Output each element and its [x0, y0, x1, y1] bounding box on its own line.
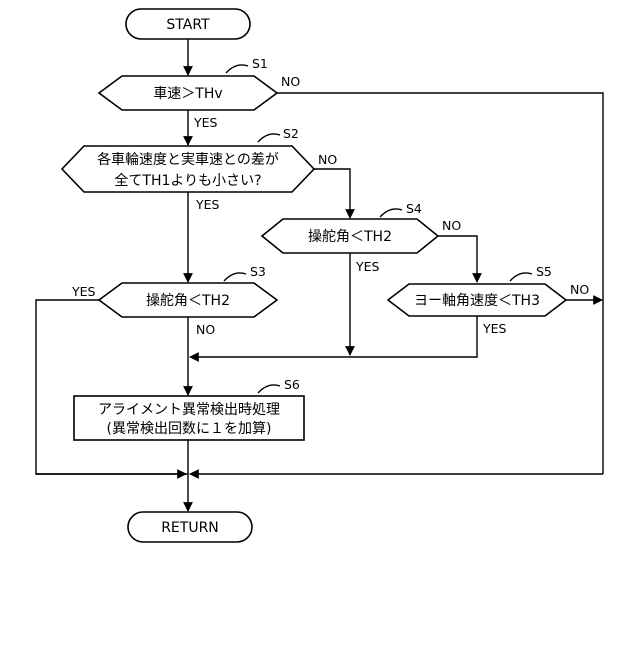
step-s3-leader: [224, 273, 246, 281]
decision-s3-label: 操舵角＜TH2: [146, 293, 230, 309]
start-terminal: START: [126, 9, 250, 39]
step-s5-leader: [510, 273, 532, 281]
step-s2-leader: [258, 134, 280, 142]
return-terminal: RETURN: [128, 512, 252, 542]
step-s4-label: S4: [406, 201, 422, 216]
decision-s2: 各車輪速度と実車速との差が 全てTH1よりも小さい?: [62, 146, 314, 192]
s5-yes-label: YES: [482, 321, 507, 336]
s4-no-label: NO: [442, 218, 461, 233]
s1-yes-label: YES: [193, 115, 218, 130]
decision-s2-line1: 各車輪速度と実車速との差が: [97, 151, 279, 168]
s1-no-label: NO: [281, 74, 300, 89]
start-label: START: [166, 17, 210, 33]
s3-no-label: NO: [196, 322, 215, 337]
step-s6-label: S6: [284, 377, 300, 392]
return-label: RETURN: [161, 520, 219, 536]
decision-s1: 車速＞THv: [99, 76, 277, 110]
step-s5-label: S5: [536, 264, 552, 279]
line-s3-yes: [36, 300, 188, 474]
decision-s5-label: ヨー軸角速度＜TH3: [414, 293, 540, 309]
s5-no-label: NO: [570, 282, 589, 297]
arrow-s2-to-s4: [314, 169, 350, 218]
decision-s3: 操舵角＜TH2: [99, 283, 277, 317]
s2-no-label: NO: [318, 152, 337, 167]
step-s2-label: S2: [283, 126, 299, 141]
step-s6-leader: [258, 385, 280, 393]
s4-yes-label: YES: [355, 259, 380, 274]
decision-s2-line2: 全てTH1よりも小さい?: [114, 172, 261, 189]
step-s4-leader: [380, 209, 402, 217]
arrow-s4-to-s5: [438, 236, 477, 282]
process-s6-line1: アライメント異常検出時処理: [98, 402, 280, 418]
s2-yes-label: YES: [195, 197, 220, 212]
decision-s1-label: 車速＞THv: [153, 85, 222, 102]
decision-s4: 操舵角＜TH2: [262, 219, 438, 253]
decision-s4-label: 操舵角＜TH2: [308, 229, 392, 245]
step-s3-label: S3: [250, 264, 266, 279]
step-s1-leader: [226, 65, 248, 73]
step-s1-label: S1: [252, 56, 268, 71]
decision-s5: ヨー軸角速度＜TH3: [388, 284, 566, 316]
s3-yes-label: YES: [71, 284, 96, 299]
arrow-s5-yes-merge: [190, 316, 477, 357]
process-s6-line2: (異常検出回数に１を加算): [107, 421, 272, 437]
process-s6: アライメント異常検出時処理 (異常検出回数に１を加算): [74, 396, 304, 440]
